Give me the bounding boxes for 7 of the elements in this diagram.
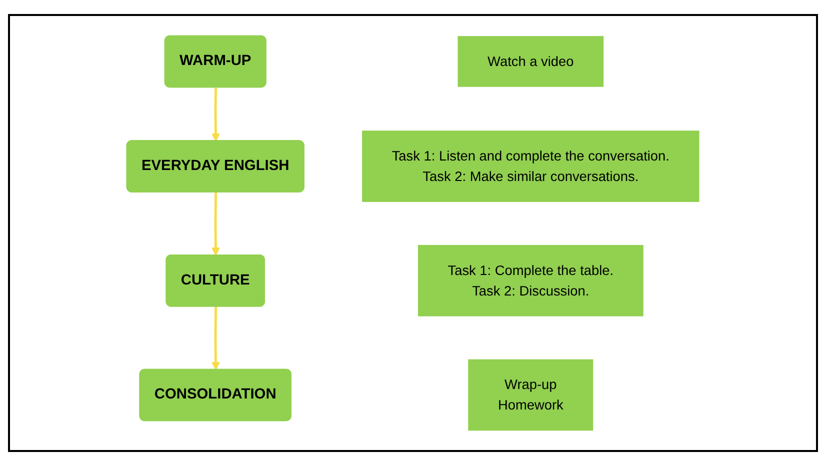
arrow — [212, 88, 220, 142]
node-box: Wrap-up Homework — [468, 359, 594, 431]
arrow — [212, 306, 220, 370]
node-box: Task 1: Complete the table. Task 2: Discussion. — [418, 244, 644, 316]
node-box: Watch a video — [458, 36, 604, 87]
node-box: Task 1: Listen and complete the conversation. Task 2: Make similar conversations. — [362, 130, 700, 202]
arrow — [212, 192, 220, 256]
